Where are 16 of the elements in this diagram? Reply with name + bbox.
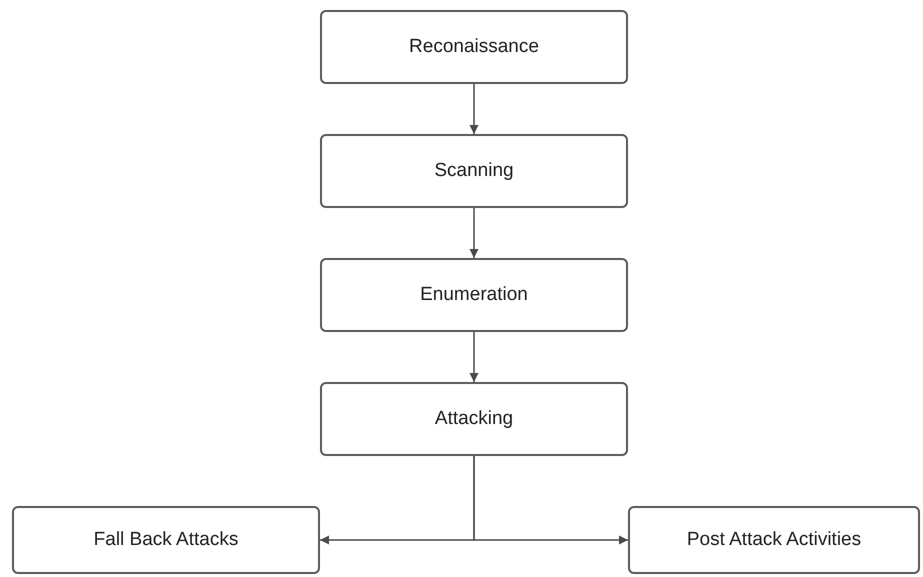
process-box <box>320 134 628 208</box>
step-label: Scanning <box>433 160 515 182</box>
step-label: Post Attack Activities <box>686 529 862 551</box>
process-box <box>320 382 628 456</box>
arrow <box>470 332 478 382</box>
process-box <box>628 506 920 574</box>
step-label: Fall Back Attacks <box>92 529 240 551</box>
process-box <box>12 506 320 574</box>
arrow <box>473 456 628 544</box>
step-label: Attacking <box>434 408 514 430</box>
process-box <box>320 258 628 332</box>
arrow <box>470 84 478 134</box>
arrow <box>470 208 478 258</box>
process-box <box>320 10 628 84</box>
step-label: Enumeration <box>419 284 529 306</box>
step-label: Reconaissance <box>408 36 540 58</box>
